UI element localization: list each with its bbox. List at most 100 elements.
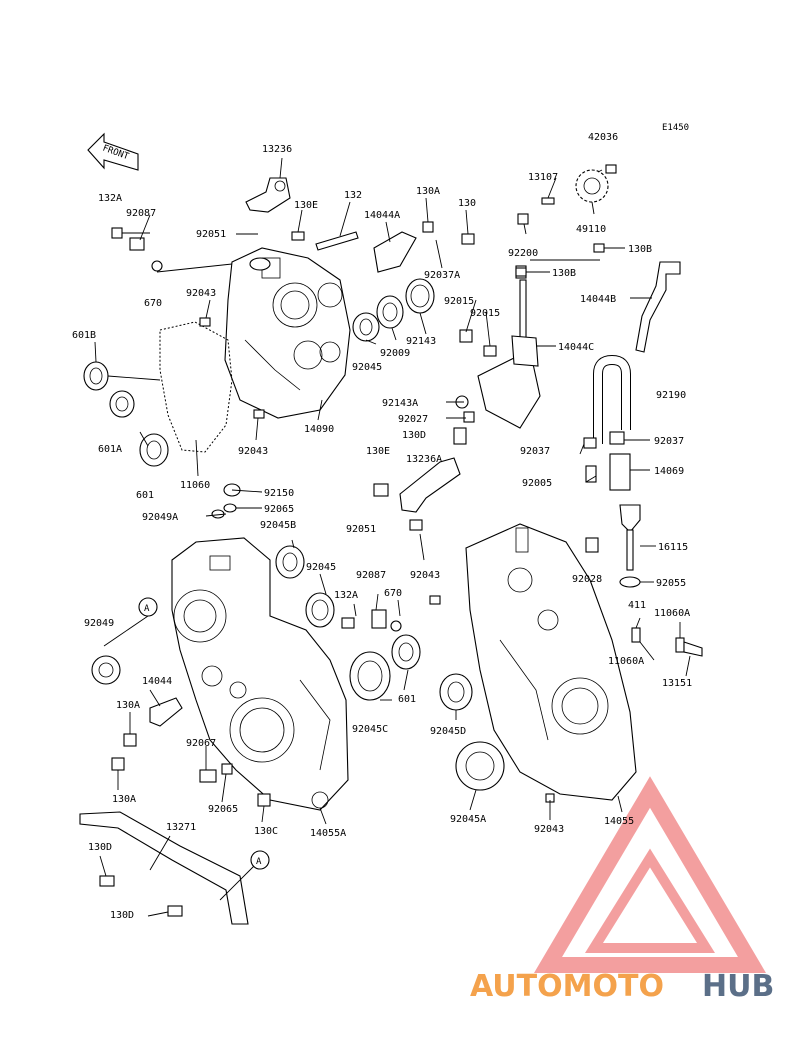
- part-label: 411: [628, 600, 646, 611]
- part-label: 670: [384, 588, 402, 599]
- part-label: 130D: [110, 910, 134, 921]
- part-label: 130E: [294, 200, 318, 211]
- part-label: 130A: [112, 794, 136, 805]
- part-label: 130A: [416, 186, 440, 197]
- part-label: 13151: [662, 678, 692, 689]
- ref-circle-a-label: A: [144, 604, 150, 614]
- part-label: 92015: [444, 296, 474, 307]
- part-label: 92049: [84, 618, 114, 629]
- part-label: 14044: [142, 676, 172, 687]
- part-label: 92150: [264, 488, 294, 499]
- shift-lever-part: [245, 177, 291, 271]
- part-label: 92005: [522, 478, 552, 489]
- part-label: 92065: [208, 804, 238, 815]
- gasket-part: [159, 321, 233, 453]
- part-label: 11060A: [608, 656, 644, 667]
- part-label: 42036: [588, 132, 618, 143]
- part-label: 601A: [98, 444, 122, 455]
- part-label: 11060: [180, 480, 210, 491]
- part-label: 16115: [658, 542, 688, 553]
- leader-lines: [94, 157, 691, 917]
- lever-a-part: [373, 457, 461, 531]
- ref-circle-a: [138, 597, 270, 870]
- part-label: 130: [458, 198, 476, 209]
- part-label: 130D: [88, 842, 112, 853]
- part-label: 130D: [402, 430, 426, 441]
- part-label: 92065: [264, 504, 294, 515]
- part-label: 92037A: [424, 270, 460, 281]
- part-label: 92028: [572, 574, 602, 585]
- part-label: 92087: [356, 570, 386, 581]
- part-label: 92045D: [430, 726, 466, 737]
- part-label: 14044B: [580, 294, 616, 305]
- bracket-part: [373, 231, 417, 273]
- chain-guide-part: [79, 811, 249, 925]
- sprocket-part: [517, 164, 617, 225]
- diagram-code: E1450: [662, 123, 689, 133]
- plate-part: [477, 265, 541, 429]
- part-label: 11060A: [654, 608, 690, 619]
- part-label: 92051: [196, 229, 226, 240]
- ref-circle-a-label: A: [256, 857, 262, 867]
- watermark-text-primary: AUTOMOTO: [470, 969, 664, 1004]
- part-label: 14055A: [310, 828, 346, 839]
- part-label: 132A: [98, 193, 122, 204]
- part-label: 14055: [604, 816, 634, 827]
- part-label: 601: [136, 490, 154, 501]
- part-label: 14069: [654, 466, 684, 477]
- part-label: 130E: [366, 446, 390, 457]
- part-label: 14090: [304, 424, 334, 435]
- part-label: 92045C: [352, 724, 388, 735]
- seal-part: [83, 278, 435, 467]
- part-label: 601B: [72, 330, 96, 341]
- shaft-part: [315, 231, 359, 251]
- part-label: 92143: [406, 336, 436, 347]
- part-label: 92067: [186, 738, 216, 749]
- upper-cover-part: [224, 247, 351, 419]
- lower-right-case-part: [465, 523, 637, 801]
- part-label: 92190: [656, 390, 686, 401]
- part-label: 92043: [534, 824, 564, 835]
- part-label: 92051: [346, 524, 376, 535]
- part-label: 92043: [410, 570, 440, 581]
- right-small-part: [631, 627, 703, 657]
- part-label: 92043: [186, 288, 216, 299]
- part-label: 130B: [628, 244, 652, 255]
- watermark-logo: [533, 776, 767, 973]
- part-label: 130B: [552, 268, 576, 279]
- part-label: 92200: [508, 248, 538, 259]
- part-label: 92143A: [382, 398, 418, 409]
- part-label: 13271: [166, 822, 196, 833]
- part-label: 92087: [126, 208, 156, 219]
- part-label: 92045B: [260, 520, 296, 531]
- part-label: 92045A: [450, 814, 486, 825]
- part-labels: 13236 132A 92087 92051 130E 132 14044A 1…: [72, 132, 692, 921]
- bolt-part: [111, 221, 475, 419]
- hose-part: [593, 354, 631, 444]
- watermark-text-secondary: HUB: [702, 969, 774, 1004]
- part-label: 601: [398, 694, 416, 705]
- bracket-b-part: [515, 243, 681, 353]
- part-label: 13236A: [406, 454, 442, 465]
- lower-seal-part: [91, 483, 505, 791]
- part-label: 92055: [656, 578, 686, 589]
- part-label: 92009: [380, 348, 410, 359]
- part-label: 130A: [116, 700, 140, 711]
- filter-part: [609, 453, 641, 588]
- part-label: 92015: [470, 308, 500, 319]
- part-label: 92045: [352, 362, 382, 373]
- nut-part: [453, 329, 625, 483]
- part-label: 92043: [238, 446, 268, 457]
- part-label: 130C: [254, 826, 278, 837]
- front-arrow-icon: [87, 132, 139, 171]
- part-label: 132A: [334, 590, 358, 601]
- part-label: 92049A: [142, 512, 178, 523]
- part-label: 49110: [576, 224, 606, 235]
- part-label: 92037: [520, 446, 550, 457]
- part-label: 132: [344, 190, 362, 201]
- part-label: 13236: [262, 144, 292, 155]
- part-label: 92045: [306, 562, 336, 573]
- part-label: 92027: [398, 414, 428, 425]
- part-label: 14044C: [558, 342, 594, 353]
